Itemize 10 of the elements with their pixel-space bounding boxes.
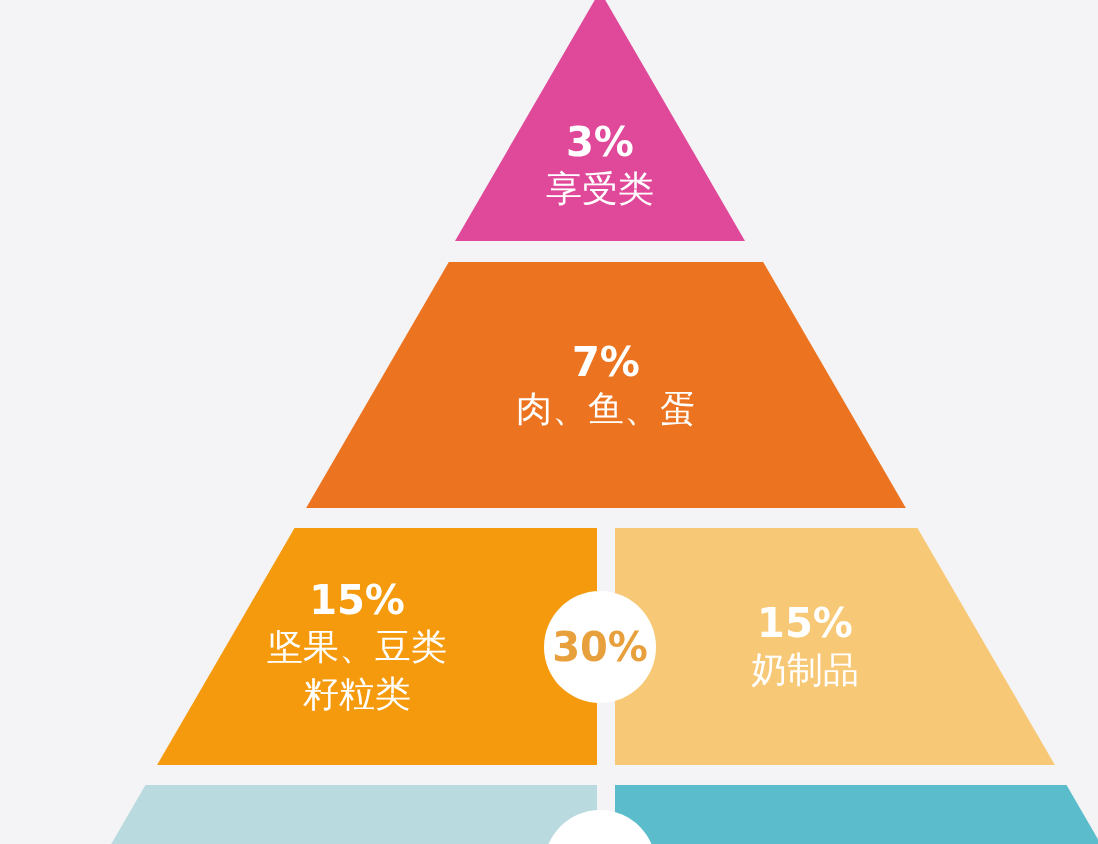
- percentage-label: 15%: [757, 599, 853, 648]
- food-group-label: 奶制品: [750, 648, 859, 693]
- food-group-label: 坚果、豆类籽粒类: [266, 624, 449, 716]
- percentage-label: 3%: [566, 118, 634, 167]
- percentage-label: 30%: [552, 623, 648, 671]
- pyramid-tier: [615, 785, 1098, 844]
- percentage-label: 15%: [309, 575, 405, 624]
- food-group-label: 肉、鱼、蛋: [516, 386, 696, 431]
- food-group-label: 享受类: [546, 167, 654, 212]
- percentage-label: 7%: [572, 337, 640, 386]
